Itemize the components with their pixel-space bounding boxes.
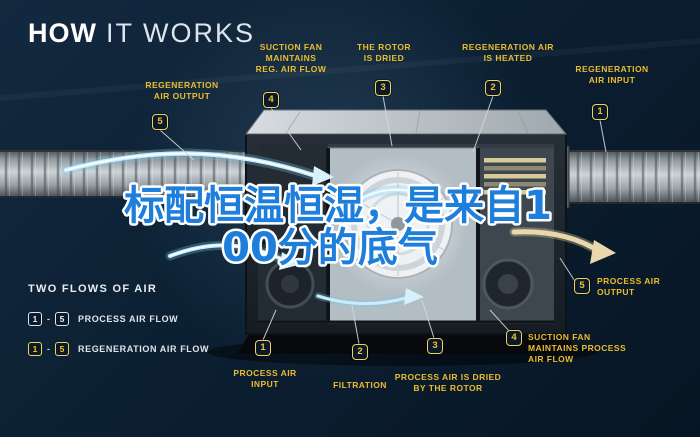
page-title: HOW IT WORKS (28, 18, 255, 49)
label-regeneration-air-heated: REGENERATION AIR IS HEATED (462, 42, 554, 64)
label-regeneration-air-input: REGENERATION AIR INPUT (575, 64, 649, 86)
process-fan (482, 258, 534, 310)
legend-row-regeneration-air-flow: 1 - 5 REGENERATION AIR FLOW (28, 342, 209, 356)
step-badge-3-regeneration: 3 (375, 80, 391, 96)
legend-badge-from: 1 (28, 342, 42, 356)
legend-badge-from: 1 (28, 312, 42, 326)
label-process-air-dried: PROCESS AIR IS DRIED BY THE ROTOR (394, 372, 502, 394)
label-filtration: FILTRATION (333, 380, 387, 390)
title-it-works: IT WORKS (105, 18, 255, 48)
step-badge-4-process: 4 (506, 330, 522, 346)
legend-title: TWO FLOWS OF AIR (28, 283, 158, 295)
legend-label-regeneration: REGENERATION AIR FLOW (78, 344, 210, 354)
watermark-line2: 00分的底气 (222, 225, 438, 271)
background-streak (0, 38, 700, 101)
step-badge-1-process: 1 (255, 340, 271, 356)
label-process-air-output: PROCESS AIR OUTPUT (597, 276, 661, 298)
step-badge-1-regeneration: 1 (592, 104, 608, 120)
watermark-line1: 标配恒温恒湿，是来自1 (124, 183, 552, 229)
step-badge-5-process: 5 (574, 278, 590, 294)
airflow-arrows-blue (61, 148, 452, 307)
legend-label-process: PROCESS AIR FLOW (78, 314, 179, 324)
legend-row-process-air-flow: 1 - 5 PROCESS AIR FLOW (28, 312, 178, 326)
step-badge-2-process: 2 (352, 344, 368, 360)
legend-badge-to: 5 (55, 312, 69, 326)
legend-badge-to: 5 (55, 342, 69, 356)
label-regeneration-air-output: REGENERATION AIR OUTPUT (145, 80, 219, 102)
step-badge-5-regeneration: 5 (152, 114, 168, 130)
unit-top-panel (245, 109, 568, 135)
legend-dash: - (47, 344, 50, 354)
regeneration-fan (265, 259, 315, 309)
regeneration-heater (484, 158, 546, 195)
watermark-text: 标配恒温恒湿，是来自1 00分的底气 (122, 181, 555, 274)
label-process-air-input: PROCESS AIR INPUT (233, 368, 297, 390)
label-rotor-is-dried: THE ROTOR IS DRIED (357, 42, 411, 64)
label-suction-fan-process: SUCTION FAN MAINTAINS PROCESS AIR FLOW (528, 332, 627, 365)
unit-base (238, 332, 578, 354)
step-badge-4-regeneration: 4 (263, 92, 279, 108)
right-duct (556, 145, 700, 209)
legend-dash: - (47, 314, 50, 324)
label-suction-fan-reg: SUCTION FAN MAINTAINS REG. AIR FLOW (255, 42, 327, 75)
title-how: HOW (28, 18, 97, 48)
step-badge-3-process: 3 (427, 338, 443, 354)
airflow-arrow-tan (509, 227, 616, 264)
step-badge-2-regeneration: 2 (485, 80, 501, 96)
